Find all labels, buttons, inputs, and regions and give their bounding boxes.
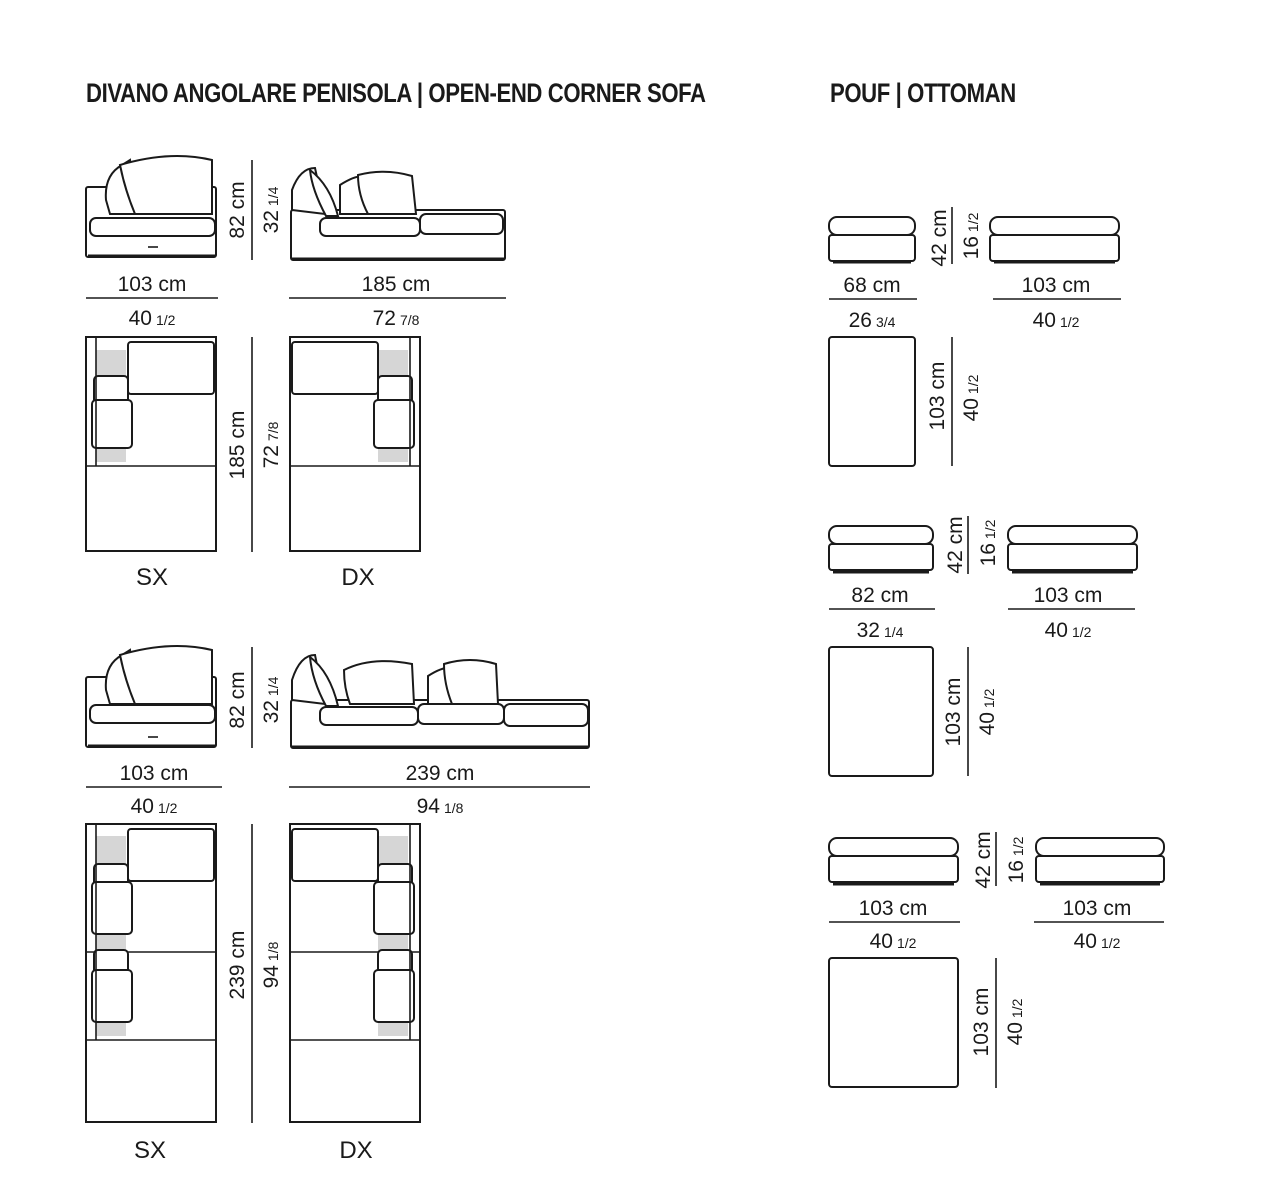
sofa-large-front-right [290, 653, 590, 749]
label-dx: DX [339, 1137, 372, 1164]
sofa-large-front-left [85, 645, 217, 748]
sofa-small-front-right [290, 166, 506, 261]
dim-depth-cm: 103 cm [926, 362, 949, 431]
dim-depth-in: 401/2 [960, 374, 983, 421]
sofa-small-plan-left [85, 336, 217, 552]
dim-width-cm: 103 cm [120, 762, 189, 785]
dim-plan-depth-in: 941/8 [260, 941, 283, 988]
dim-height-cm: 42 cm [928, 209, 951, 266]
dim-width-cm: 103 cm [859, 897, 928, 920]
pouf-section-title: POUF | OTTOMAN [830, 78, 1016, 108]
dim-height-in: 161/2 [1005, 836, 1028, 883]
sofa-large-plan-right [289, 823, 421, 1123]
dim-length-cm: 185 cm [362, 273, 431, 296]
dim-height-in: 161/2 [960, 212, 983, 259]
pouf-1-front [828, 216, 916, 264]
dim-length-cm: 103 cm [1063, 897, 1132, 920]
label-sx: SX [136, 564, 168, 591]
pouf-1-side [989, 216, 1120, 264]
dim-height-in: 321/4 [260, 676, 283, 723]
sofa-large-plan-left [85, 823, 217, 1123]
dim-height-cm: 82 cm [226, 671, 249, 728]
dim-width-cm: 68 cm [843, 274, 900, 297]
sofa-small-plan-right [289, 336, 421, 552]
dim-width-cm: 103 cm [118, 273, 187, 296]
label-sx: SX [134, 1137, 166, 1164]
dim-depth-in: 401/2 [976, 688, 999, 735]
pouf-3-front [828, 837, 959, 886]
pouf-2-side [1007, 525, 1138, 574]
pouf-2-front [828, 525, 934, 574]
pouf-1-plan [828, 336, 916, 467]
dim-plan-depth-in: 727/8 [260, 421, 283, 468]
dim-plan-depth-cm: 185 cm [226, 411, 249, 480]
sofa-small-front-left [85, 155, 217, 258]
dim-length-cm: 103 cm [1022, 274, 1091, 297]
dim-height-in: 321/4 [260, 186, 283, 233]
dim-length-cm: 103 cm [1034, 584, 1103, 607]
pouf-3-side [1035, 837, 1165, 886]
dim-plan-depth-cm: 239 cm [226, 931, 249, 1000]
dim-width-cm: 82 cm [851, 584, 908, 607]
dim-depth-cm: 103 cm [970, 988, 993, 1057]
dim-depth-cm: 103 cm [942, 678, 965, 747]
label-dx: DX [341, 564, 374, 591]
dim-height-cm: 42 cm [972, 831, 995, 888]
dim-height-cm: 82 cm [226, 181, 249, 238]
pouf-2-plan [828, 646, 934, 777]
sofa-section-title: DIVANO ANGOLARE PENISOLA | OPEN-END CORN… [86, 78, 706, 108]
pouf-3-plan [828, 957, 959, 1088]
dim-height-cm: 42 cm [944, 516, 967, 573]
dim-height-in: 161/2 [977, 519, 1000, 566]
dim-depth-in: 401/2 [1004, 998, 1027, 1045]
dim-length-cm: 239 cm [406, 762, 475, 785]
